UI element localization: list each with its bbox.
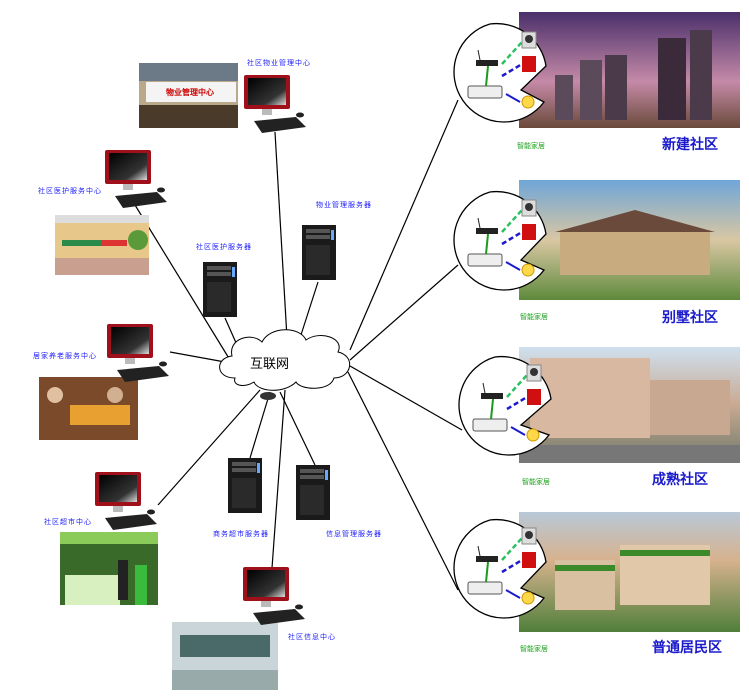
photo-new-community bbox=[519, 12, 740, 128]
photo-medical-center bbox=[55, 215, 149, 275]
internet-label: 互联网 bbox=[250, 357, 290, 372]
label-property-server: 物业管理服务器 bbox=[316, 201, 372, 209]
photo-mature-community bbox=[519, 347, 740, 463]
label-elderly-care-center: 居家养老服务中心 bbox=[33, 352, 97, 360]
server-icon bbox=[302, 225, 336, 280]
internet-cloud-icon bbox=[219, 329, 350, 391]
community-label-new: 新建社区 bbox=[662, 137, 718, 153]
photo-info-center bbox=[172, 622, 278, 690]
smart-home-label: 智能家居 bbox=[522, 478, 550, 486]
label-medical-server: 社区医护服务器 bbox=[196, 243, 252, 251]
connection-lines bbox=[134, 99, 463, 591]
smart-home-bubble bbox=[453, 22, 547, 123]
computer-icon bbox=[105, 150, 167, 208]
smart-home-bubble bbox=[453, 190, 547, 291]
photo-villa-community bbox=[519, 180, 740, 300]
computer-icon bbox=[95, 472, 157, 530]
photo-property-center bbox=[139, 63, 238, 128]
community-label-villa: 别墅社区 bbox=[662, 310, 718, 326]
computer-icon bbox=[243, 567, 305, 625]
photo-residential-area bbox=[519, 512, 740, 632]
community-label-residential: 普通居民区 bbox=[652, 640, 722, 656]
label-medical-center: 社区医护服务中心 bbox=[38, 187, 102, 195]
label-info-center: 社区信息中心 bbox=[288, 633, 336, 641]
server-icon bbox=[296, 465, 330, 520]
server-icon bbox=[228, 458, 262, 513]
photo-supermarket bbox=[60, 532, 158, 605]
label-commerce-server: 商务超市服务器 bbox=[213, 530, 269, 538]
label-property-center: 社区物业管理中心 bbox=[247, 59, 311, 67]
router-icon bbox=[260, 392, 276, 400]
server-icon bbox=[203, 262, 237, 317]
community-label-mature: 成熟社区 bbox=[652, 472, 708, 488]
label-supermarket-center: 社区超市中心 bbox=[44, 518, 92, 526]
smart-home-label: 智能家居 bbox=[517, 142, 545, 150]
smart-home-bubble bbox=[453, 518, 547, 619]
label-info-server: 信息管理服务器 bbox=[326, 530, 382, 538]
photo-sign-text: 物业管理中心 bbox=[166, 88, 214, 97]
smart-home-label: 智能家居 bbox=[520, 313, 548, 321]
computer-icon bbox=[244, 75, 306, 133]
smart-home-label: 智能家居 bbox=[520, 645, 548, 653]
computer-icon bbox=[107, 324, 169, 382]
photo-elderly-care bbox=[39, 377, 138, 440]
smart-home-bubble bbox=[458, 355, 552, 456]
